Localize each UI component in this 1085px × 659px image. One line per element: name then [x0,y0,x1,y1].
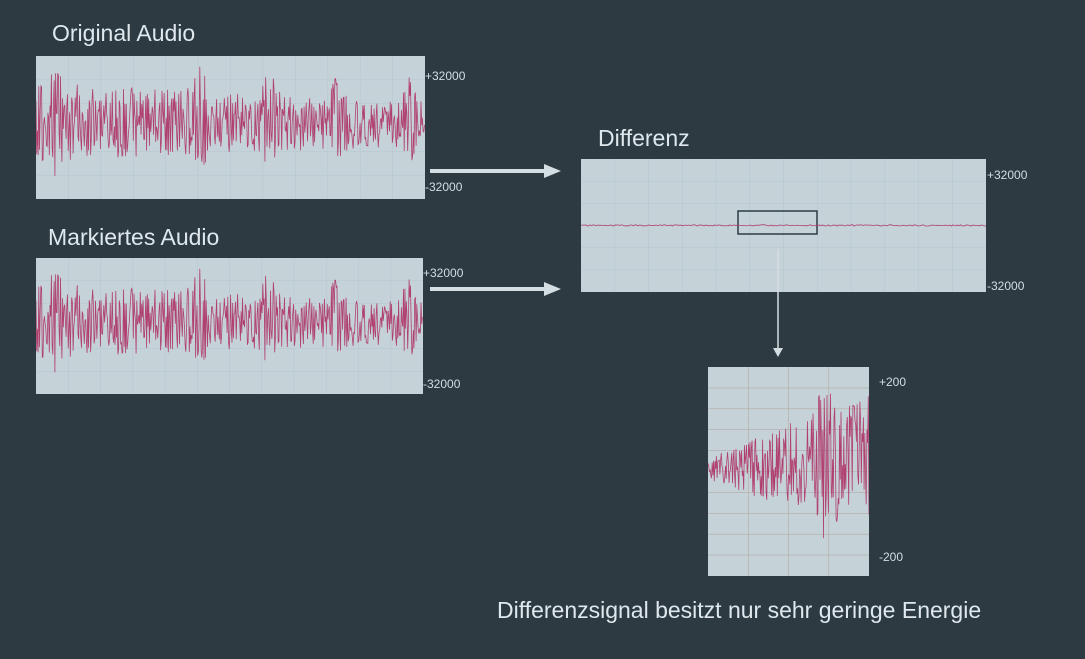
difference-waveform [581,159,986,292]
zoomed-max-label: +200 [879,375,907,389]
waveform-trace [708,393,869,539]
original-audio-max-label: +32000 [425,69,466,83]
zoomed-min-label: -200 [879,550,904,564]
arrow-difference-to-zoom-icon [773,249,783,357]
difference-title: Differenz [598,125,690,151]
waveform-trace [581,224,986,227]
original-audio-waveform [36,56,425,199]
difference-max-label: +32000 [987,168,1028,182]
marked-audio-waveform [36,258,423,394]
marked-audio-waveform-panel [36,258,423,394]
original-audio-title: Original Audio [52,20,196,46]
waveform-trace [36,268,423,373]
marked-audio-max-label: +32000 [423,266,464,280]
original-audio-waveform-panel [36,56,425,199]
arrow-marked-to-difference-icon [430,282,561,296]
marked-audio-title: Markiertes Audio [48,224,220,250]
arrow-original-to-difference-icon [430,164,561,178]
marked-audio-min-label: -32000 [423,377,461,391]
difference-waveform-panel [581,159,986,292]
caption: Differenzsignal besitzt nur sehr geringe… [497,597,982,623]
original-audio-min-label: -32000 [425,180,463,194]
zoomed-difference-waveform [708,367,869,576]
difference-min-label: -32000 [987,279,1025,293]
waveform-trace [36,66,425,177]
zoomed-difference-panel [708,367,869,576]
zoom-selection-box [737,210,818,235]
